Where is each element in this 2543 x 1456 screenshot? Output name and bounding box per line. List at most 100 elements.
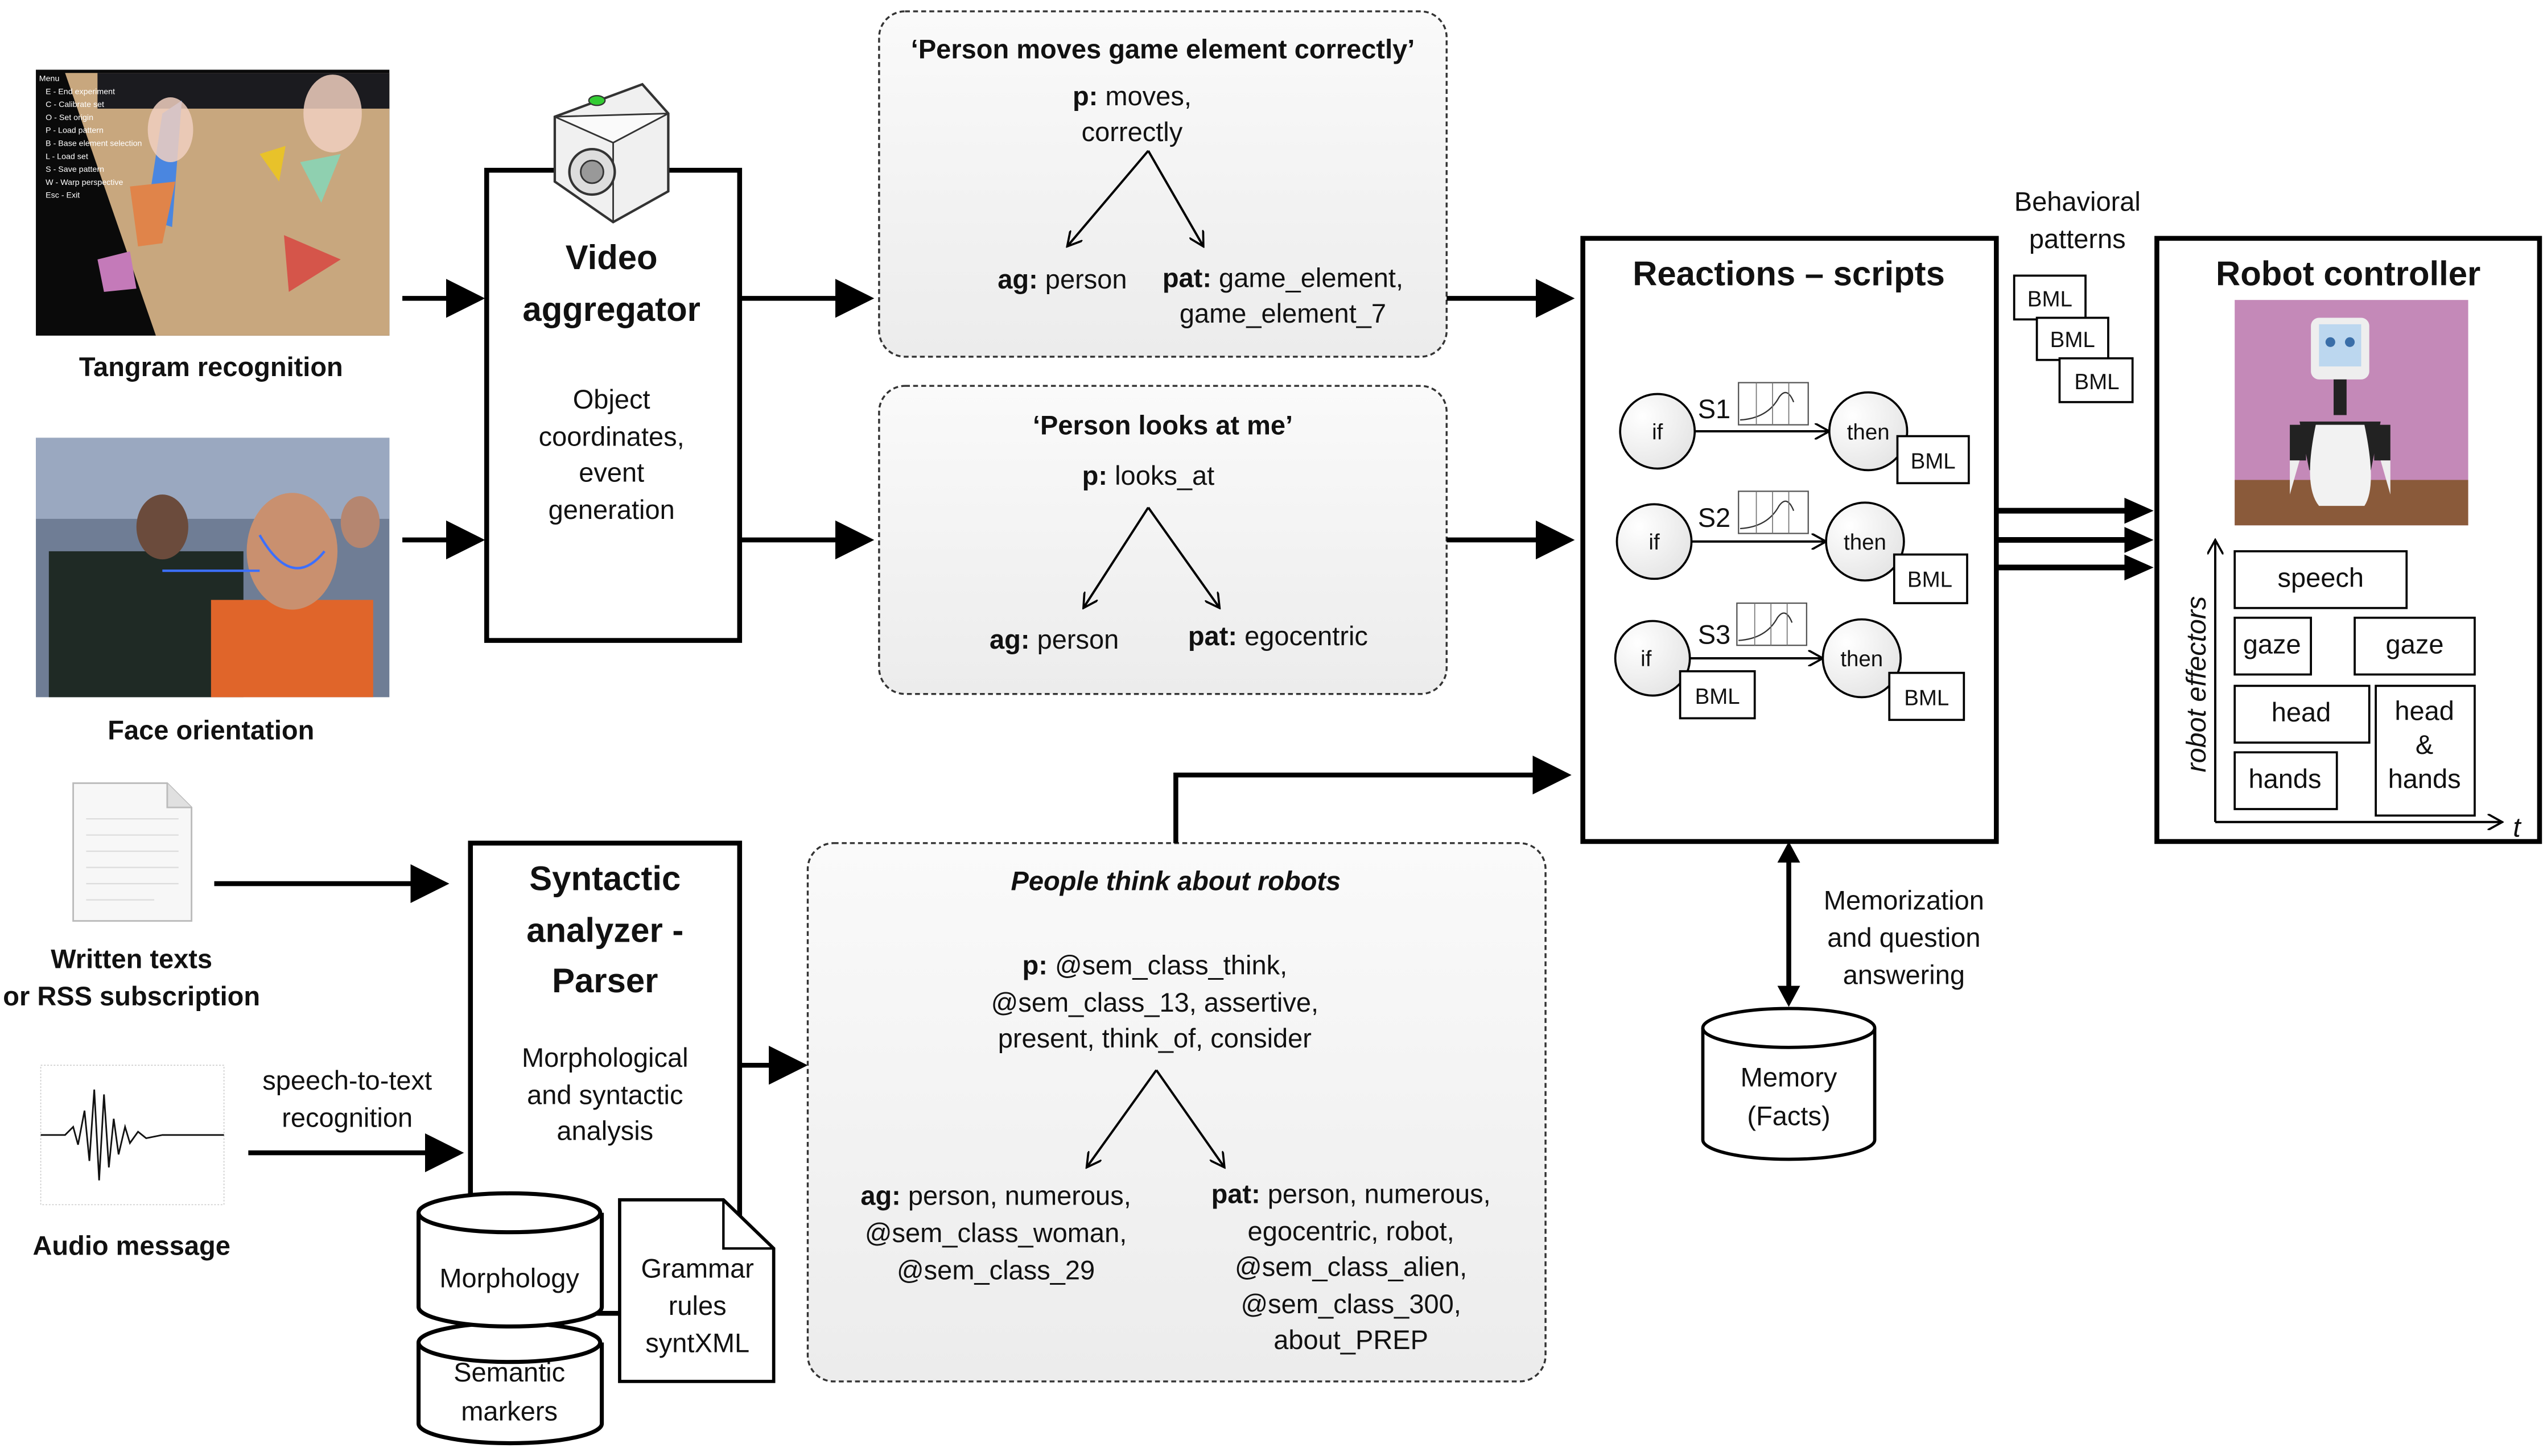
- memory-edge-label: and question: [1827, 922, 1980, 952]
- event-people-think-about-robots: People think about robots p: @sem_class_…: [806, 842, 1547, 1383]
- tangram-label: Tangram recognition: [79, 352, 343, 382]
- script-label: S1: [1698, 394, 1731, 424]
- bml-box: BML: [1695, 684, 1740, 709]
- video-aggregator-text: Object: [573, 384, 650, 414]
- video-aggregator-title: Video: [566, 238, 658, 277]
- menu-line: O - Set origin: [46, 113, 93, 122]
- face-label: Face orientation: [108, 715, 314, 745]
- bml-box: BML: [2050, 328, 2095, 352]
- syntactic-title: Parser: [552, 962, 658, 1000]
- ag-value: person: [1037, 624, 1119, 654]
- p-key: p:: [1082, 460, 1107, 490]
- bml-box: BML: [1911, 449, 1956, 474]
- waveform-icon: [40, 1065, 225, 1206]
- pat-value: person, numerous,: [1268, 1178, 1491, 1208]
- p-key: p:: [1023, 950, 1048, 980]
- effector-head-hands: &: [2416, 729, 2433, 760]
- p-value: correctly: [1082, 117, 1183, 147]
- camera-icon: [553, 83, 670, 224]
- svg-text:p: moves,: p: moves,: [1073, 81, 1192, 111]
- then-node: then: [1847, 420, 1890, 444]
- behavioral-patterns-label: Behavioral: [2014, 186, 2141, 216]
- behavioral-patterns-label: patterns: [2029, 224, 2126, 254]
- bml-box: BML: [1907, 568, 1952, 592]
- video-aggregator-text: event: [579, 457, 644, 487]
- p-value: @sem_class_think,: [1055, 950, 1287, 980]
- svg-text:p: @sem_class_think,: p: @sem_class_think,: [1023, 950, 1288, 980]
- syntactic-text: and syntactic: [527, 1080, 683, 1110]
- pat-value: game_element,: [1219, 262, 1403, 292]
- menu-line: S - Save pattern: [46, 165, 104, 174]
- menu-line: Menu: [39, 74, 60, 83]
- ag-value: person: [1045, 264, 1127, 294]
- distribution-chart-icon: [1736, 602, 1808, 646]
- effector-gaze: gaze: [2243, 629, 2301, 659]
- ag-key: ag:: [990, 624, 1030, 654]
- distribution-chart-icon: [1738, 382, 1809, 426]
- pat-value: game_element_7: [1180, 298, 1386, 328]
- effector-head: head: [2272, 697, 2331, 727]
- memory-edge-label: answering: [1843, 960, 1965, 990]
- syntactic-text: Morphological: [522, 1042, 689, 1073]
- svg-text:pat: egocentric: pat: egocentric: [1188, 621, 1368, 651]
- script-label: S3: [1698, 619, 1731, 649]
- effector-gaze: gaze: [2386, 629, 2444, 659]
- distribution-chart-icon: [1738, 490, 1809, 534]
- video-aggregator-text: generation: [549, 494, 675, 525]
- robot-photo: [2235, 300, 2468, 526]
- robot-controller-title: Robot controller: [2216, 255, 2480, 293]
- grammar-label: rules: [669, 1290, 727, 1321]
- bml-box: BML: [2027, 287, 2072, 312]
- memory-edge-label: Memorization: [1824, 885, 1984, 915]
- event-title: People think about robots: [1011, 865, 1341, 896]
- p-key: p:: [1073, 81, 1098, 111]
- menu-line: B - Base element selection: [46, 139, 142, 148]
- memory-label: Memory: [1741, 1062, 1837, 1092]
- menu-line: C - Calibrate set: [46, 100, 104, 109]
- arrow: [1173, 755, 1572, 843]
- svg-text:ag: person, numerous,: ag: person, numerous,: [860, 1180, 1131, 1210]
- svg-text:ag: person: ag: person: [998, 264, 1127, 294]
- grammar-label: syntXML: [645, 1328, 749, 1358]
- axis-label-effectors: robot effectors: [2181, 596, 2212, 773]
- face-photo: [36, 438, 390, 698]
- semantic-markers-label: Semantic: [454, 1357, 565, 1387]
- then-node: then: [1844, 530, 1886, 555]
- effector-hands: hands: [2249, 764, 2322, 794]
- morphology-label: Morphology: [439, 1263, 579, 1293]
- written-texts-label: or RSS subscription: [3, 981, 260, 1011]
- ag-value: @sem_class_29: [897, 1255, 1095, 1285]
- if-node: if: [1652, 420, 1663, 444]
- script-s3: if S3 then BML BML: [1614, 602, 1965, 721]
- event-title: ‘Person looks at me’: [1033, 410, 1293, 440]
- menu-line: P - Load pattern: [46, 126, 104, 135]
- effector-head-hands: hands: [2388, 764, 2461, 794]
- ag-value: person, numerous,: [908, 1180, 1131, 1210]
- syntactic-title: analyzer -: [526, 911, 683, 950]
- written-texts-label: Written texts: [51, 943, 212, 974]
- video-aggregator-title: aggregator: [522, 290, 700, 328]
- syntactic-title: Syntactic: [529, 859, 681, 897]
- menu-line: E - End experiment: [46, 87, 115, 96]
- pat-value: egocentric: [1244, 621, 1368, 651]
- bml-box: BML: [1904, 686, 1949, 711]
- pat-value: @sem_class_alien,: [1235, 1252, 1467, 1282]
- video-aggregator-text: coordinates,: [539, 422, 685, 452]
- effector-head-hands: head: [2394, 695, 2454, 725]
- reactions-title: Reactions – scripts: [1633, 255, 1945, 293]
- menu-line: Esc - Exit: [46, 191, 80, 200]
- syntactic-text: analysis: [557, 1115, 653, 1145]
- if-node: if: [1648, 530, 1660, 555]
- morphology-database-icon: [417, 1191, 604, 1329]
- event-moves-game-element: ‘Person moves game element correctly’ p:…: [878, 10, 1448, 358]
- p-value: present, think_of, consider: [998, 1023, 1312, 1053]
- grammar-document-icon: [618, 1198, 776, 1383]
- if-node: if: [1641, 647, 1652, 671]
- axis-label-time: t: [2513, 812, 2522, 843]
- bml-stack: BML BML BML: [2013, 274, 2134, 403]
- pat-key: pat:: [1211, 1178, 1260, 1208]
- pat-value: egocentric, robot,: [1248, 1216, 1454, 1246]
- p-value: @sem_class_13, assertive,: [991, 987, 1318, 1017]
- then-node: then: [1840, 647, 1883, 671]
- svg-text:ag: person: ag: person: [990, 624, 1119, 654]
